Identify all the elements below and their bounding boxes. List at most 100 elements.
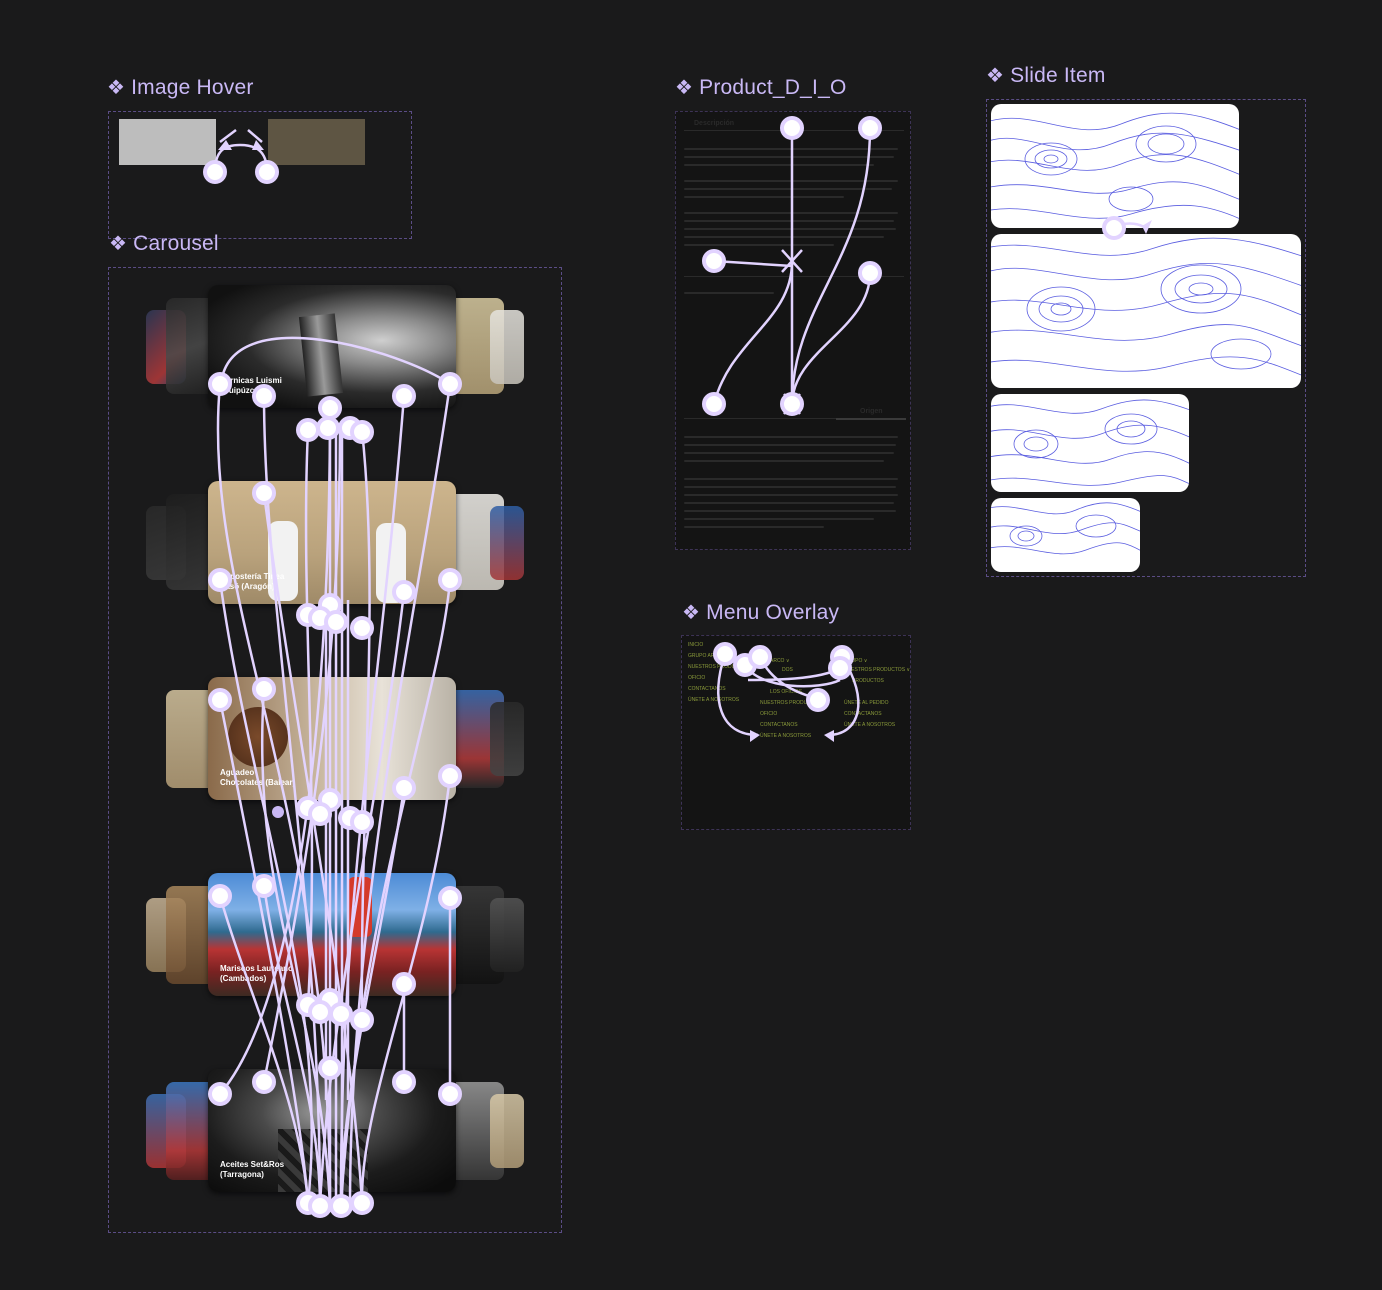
menu-item[interactable]: NUESTROS PRODUCTOS ∨ [844,667,911,673]
menu-item[interactable]: NUESTROS PRODUCTOS [760,700,822,706]
menu-item[interactable]: CONTACTANOS [688,686,726,692]
text-line [684,212,898,214]
component-icon: ❖ [986,65,1005,87]
text-line [684,502,894,504]
menu-item[interactable]: GRUPO ARCO ∨ [688,653,727,659]
menu-item[interactable]: ÚNETE AL PEDIDO [844,700,889,706]
text-line [684,444,896,446]
menu-overlay-title[interactable]: ❖ Menu Overlay [682,601,839,625]
text-line [684,164,874,166]
carousel-card[interactable]: Aceites Set&Ros (Tarragona) [208,1069,456,1192]
topographic-pattern [991,502,1140,555]
carousel-title[interactable]: ❖ Carousel [109,232,219,256]
slide-variant-xsmall[interactable] [991,498,1140,572]
product-title[interactable]: ❖ Product_D_I_O [675,76,847,100]
text-line [684,244,834,246]
text-line [684,292,774,294]
text-line [684,220,894,222]
text-line [684,486,896,488]
menu-item[interactable]: DOS [782,667,793,673]
caption-line: Cárnicas Luismi [220,376,282,385]
component-icon: ❖ [109,233,128,255]
menu-item[interactable]: ÚNETE A NOSOTROS [688,697,740,703]
card-photo-detail [228,707,288,767]
caption-line: Pasó (Aragón) [220,582,275,591]
caption-line: Aguadeo [220,768,255,777]
divider [684,276,904,277]
menu-item[interactable]: NUESTROS PRODUCTOS [688,664,750,670]
menu-item[interactable]: OFICIO [760,711,778,717]
menu-item[interactable]: ÚNETE A NOSOTROS [844,722,896,728]
card-caption: Aguadeo Chocolates (Balear) [220,768,330,788]
text-line [684,452,894,454]
slide-variant-small[interactable] [991,104,1239,228]
caption-line: (Guipúzcoa) [220,386,267,395]
component-icon: ❖ [682,602,701,624]
carousel-ghost-card [490,506,524,580]
carousel-title-label: Carousel [133,232,219,255]
text-line [684,196,844,198]
carousel-frame[interactable] [108,267,562,1233]
menu-item[interactable]: PRODUCTOS [852,678,884,684]
caption-line: Aceites Set&Ros [220,1160,285,1169]
menu-overlay-frame[interactable]: INICIO GRUPO ARCO ∨ NUESTROS PRODUCTOS O… [681,635,911,830]
carousel-ghost-card [490,898,524,972]
menu-item[interactable]: CONTACTANOS [844,711,882,717]
image-hover-default-swatch[interactable] [119,119,216,165]
menu-item[interactable]: LOS OFICIOS [770,689,802,695]
carousel-ghost-card [490,702,524,776]
image-hover-hover-swatch[interactable] [268,119,365,165]
product-frame[interactable]: Descripción Origen [675,111,911,550]
topographic-pattern [991,399,1189,486]
card-photo-detail [348,877,372,937]
component-icon: ❖ [107,77,126,99]
caption-line: (Tarragona) [220,1170,264,1179]
menu-overlay-title-label: Menu Overlay [706,601,840,624]
divider [684,130,904,131]
carousel-card[interactable]: Cárnicas Luismi (Guipúzcoa) [208,285,456,408]
menu-item[interactable]: INICIO [688,642,704,648]
component-icon: ❖ [675,77,694,99]
text-line [684,478,898,480]
tab-origen[interactable]: Origen [860,408,883,415]
caption-line: (Cambados) [220,974,267,983]
text-line [684,518,874,520]
text-line [684,526,824,528]
text-line [684,494,898,496]
caption-line: Chocolates (Balear) [220,778,296,787]
slide-variant-medium[interactable] [991,394,1189,492]
image-hover-title[interactable]: ❖ Image Hover [107,76,254,100]
slide-item-title-label: Slide Item [1010,64,1106,87]
card-caption: Mariscos Laureano (Cambados) [220,964,330,984]
slide-item-title[interactable]: ❖ Slide Item [986,64,1106,88]
menu-item[interactable]: OFICIO [688,675,706,681]
product-title-label: Product_D_I_O [699,76,847,99]
card-caption: Aceites Set&Ros (Tarragona) [220,1160,330,1180]
menu-item[interactable]: GRUPO ∨ [844,658,868,664]
card-caption: Repostería Tinea Pasó (Aragón) [220,572,330,592]
text-line [684,436,898,438]
carousel-card[interactable]: Repostería Tinea Pasó (Aragón) [208,481,456,604]
menu-item[interactable]: CONTACTANOS [760,722,798,728]
slide-variant-large[interactable] [991,234,1301,388]
text-line [684,460,884,462]
menu-item[interactable]: ARCO ∨ [770,658,790,664]
carousel-ghost-card [490,310,524,384]
image-hover-title-label: Image Hover [131,76,254,99]
text-line [684,236,884,238]
topographic-pattern [991,112,1239,219]
menu-item[interactable]: ÚNETE A NOSOTROS [760,733,812,739]
image-hover-frame[interactable] [108,111,412,239]
text-line [684,188,892,190]
tab-descripcion[interactable]: Descripción [694,120,735,127]
text-line [684,510,896,512]
carousel-card[interactable]: Aguadeo Chocolates (Balear) [208,677,456,800]
slide-item-frame[interactable] [986,99,1306,577]
card-caption: Cárnicas Luismi (Guipúzcoa) [220,376,330,396]
carousel-card[interactable]: Mariscos Laureano (Cambados) [208,873,456,996]
text-line [684,156,894,158]
card-photo-detail [376,523,406,603]
divider [684,418,904,419]
text-line [684,228,896,230]
caption-line: Mariscos Laureano [220,964,293,973]
